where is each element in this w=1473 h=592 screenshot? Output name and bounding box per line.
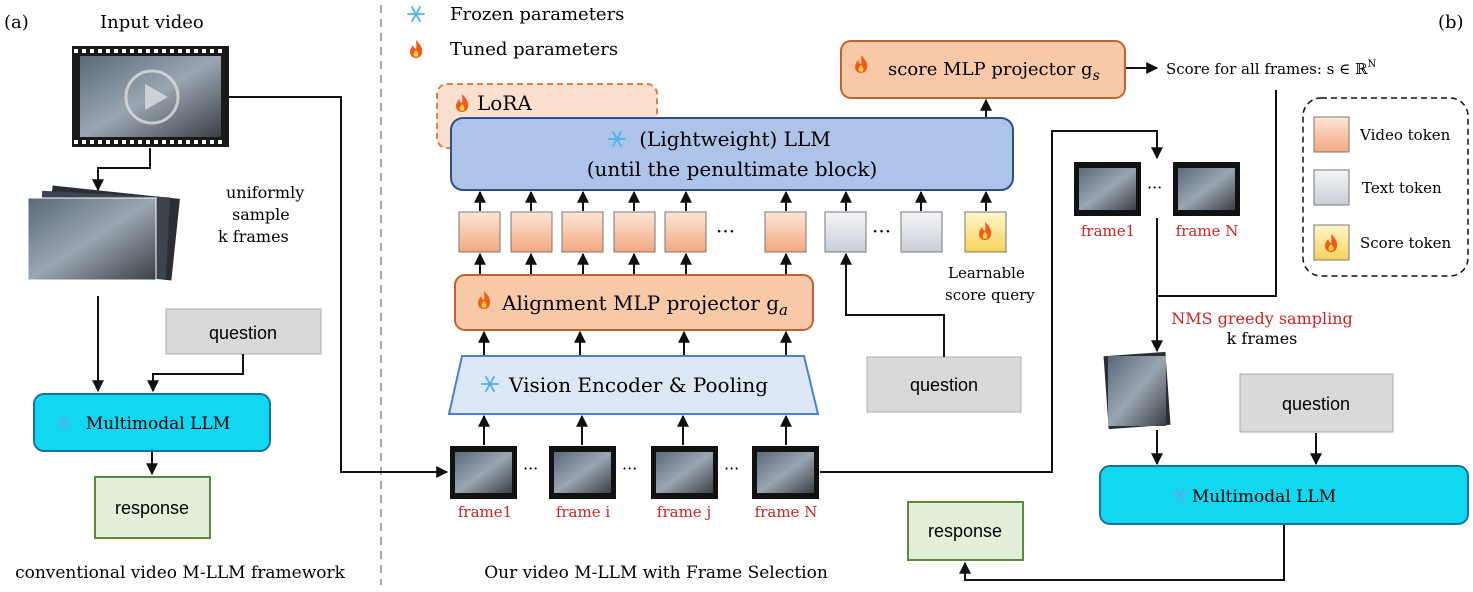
score-superscript: N [1367,59,1376,70]
legend-video-swatch [1313,116,1350,153]
legend-text-swatch [1313,169,1350,206]
arrow-frames-to-nms [820,130,1163,473]
legend-score-label: Score token [1360,234,1452,252]
frame-thumb [651,446,718,499]
frame-label: frame i [556,503,611,521]
frame-ellipsis: ··· [622,459,637,478]
frame-ellipsis: ··· [724,459,739,478]
nms-label: NMS greedy sampling [1171,309,1353,328]
score-mlp-label: score MLP projector gs [888,59,1100,84]
vision-encoder-label: Vision Encoder & Pooling [508,373,768,397]
selected-frames-stack [1103,351,1171,430]
frame-thumb [450,446,517,499]
input-video-label: Input video [100,12,204,33]
learnable-query-line2: score query [945,286,1035,304]
question-box-right [1239,373,1394,433]
nms-k-frames: k frames [1227,329,1298,348]
response-label-left: response [115,498,189,518]
frame-labels: frame1 frame i frame j frame N [458,503,817,521]
arrows-frames-to-vision [478,414,792,445]
alignment-mlp-projector [454,274,814,331]
panel-label-a: (a) [4,12,29,33]
frame-label: frame1 [458,503,512,521]
caption-left: conventional video M-LLM framework [15,563,346,583]
arrow-question-to-mllm-left [147,354,244,393]
alignment-mlp-label: Alignment MLP projector ga [501,291,788,319]
token-legend-box [1302,97,1469,277]
video-token [613,211,656,253]
video-token [664,211,707,253]
panel-label-b: (b) [1438,12,1464,33]
text-token [824,211,867,253]
alignment-mlp-subscript: a [779,301,788,319]
mllm-label-right: Multimodal LLM [1192,487,1336,507]
question-label-right: question [1282,394,1350,414]
response-box-left [94,476,211,539]
llm-box [450,117,1014,191]
line-scores-to-nms [1157,90,1277,297]
arrows-align-to-tokens [474,252,792,274]
input-video-thumbnail [72,46,229,147]
token-ellipsis: ··· [872,219,891,243]
frame-label: frame j [657,503,711,521]
lora-label: LoRA [477,91,532,115]
mllm-label-left: Multimodal LLM [86,414,230,434]
frame-label: frame N [755,503,818,521]
score-text: Score for all frames: s ∈ ℝN [1166,59,1376,78]
frame-strip: ··· ··· ··· [450,446,819,499]
frame-thumb [1173,162,1240,216]
film-holes-left [74,49,222,144]
question-label-middle: question [910,375,978,395]
right-frame-label: frame N [1176,222,1239,240]
right-frame-label: frame1 [1081,222,1135,240]
frame-thumb [1074,162,1141,216]
video-token [561,211,604,253]
arrows-tokens-to-llm [474,190,992,211]
legend-text-label: Text token [1362,179,1442,197]
flame-icon [410,40,423,58]
frame-thumb [549,446,616,499]
video-token [510,211,553,253]
legend-tuned-label: Tuned parameters [450,39,618,60]
multimodal-llm-box-right [1099,465,1469,525]
response-label-right: response [928,521,1002,541]
sample-text-line3: k frames [218,227,289,246]
learnable-query-line1: Learnable [948,264,1025,282]
question-label-left: question [209,323,277,343]
question-box-middle [866,356,1022,413]
sample-text-line1: uniformly [226,183,304,202]
token-ellipsis: ··· [716,219,735,243]
snowflake-icon [407,6,425,22]
sample-text-line2: sample [232,205,290,224]
video-token [458,211,501,253]
frame-thumb [752,446,819,499]
frame-ellipsis: ··· [1147,178,1162,197]
frame-ellipsis: ··· [523,459,538,478]
arrows-vision-to-align [478,330,792,355]
response-box-right [907,501,1024,561]
caption-middle: Our video M-LLM with Frame Selection [484,563,828,583]
legend-video-label: Video token [1359,126,1451,144]
arrow-mllm-to-response-right [959,525,1285,581]
sampled-frames-stack [27,185,180,281]
score-mlp-subscript: s [1093,68,1100,84]
multimodal-llm-box-left [33,393,271,452]
vision-encoder-box [447,355,820,415]
llm-label-line1: (Lightweight) LLM [639,127,830,151]
right-frame-thumbs: ··· [1074,162,1240,216]
legend-frozen-label: Frozen parameters [450,4,624,25]
llm-label-line2: (until the penultimate block) [587,157,878,181]
arrow-video-to-frames [92,148,151,192]
score-mlp-projector [840,40,1126,99]
text-token [900,211,943,253]
video-token [764,211,807,253]
token-row: ··· ··· [458,211,1007,253]
arrow-video-to-frame-strip [229,96,449,478]
arrow-question-to-text-token [840,252,945,357]
